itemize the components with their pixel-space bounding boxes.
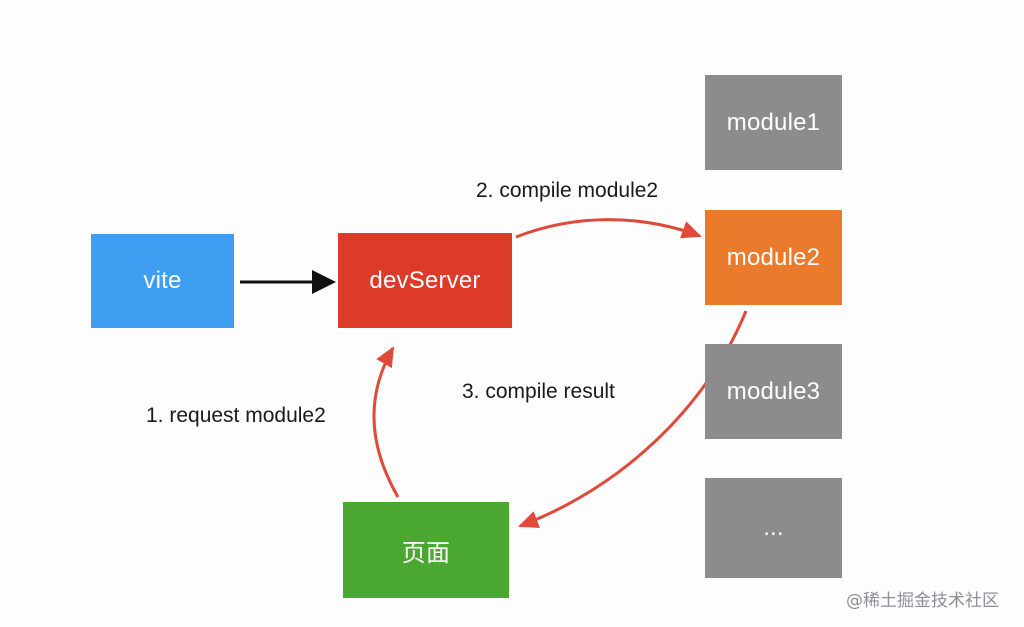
node-module2: module2 [705, 210, 842, 305]
node-vite: vite [91, 234, 234, 328]
arrow-compile [515, 218, 702, 239]
node-module-more: ... [705, 478, 842, 578]
node-module-more-label: ... [763, 514, 784, 541]
edge-label-result: 3. compile result [462, 380, 615, 403]
arrow-vite-to-devserver [240, 270, 336, 294]
node-module1-label: module1 [726, 108, 821, 136]
edge-label-compile: 2. compile module2 [476, 179, 659, 202]
watermark-text: @稀土掘金技术社区 [846, 591, 999, 611]
node-devserver-label: devServer [369, 266, 481, 294]
node-page: 页面 [343, 502, 509, 598]
arrow-request [372, 346, 400, 498]
node-page-label: 页面 [401, 539, 451, 567]
node-module1: module1 [705, 75, 842, 170]
node-module3: module3 [705, 344, 842, 439]
edge-label-request: 1. request module2 [146, 404, 326, 427]
node-module2-label: module2 [726, 243, 821, 271]
node-devserver: devServer [338, 233, 512, 328]
node-vite-label: vite [143, 267, 182, 294]
node-module3-label: module3 [726, 377, 821, 405]
